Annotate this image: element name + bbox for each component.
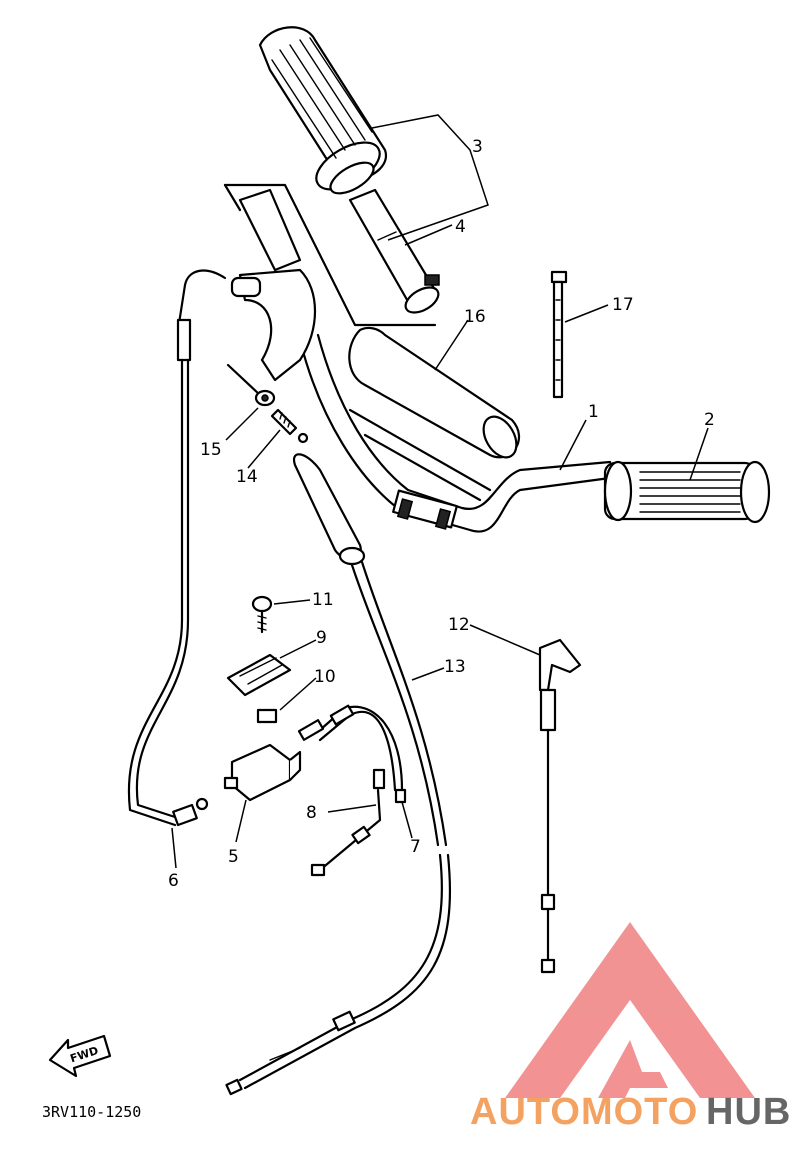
callout-5: 5 [228,847,239,867]
handlebar [298,333,612,533]
clip [256,708,278,724]
right-grip [603,460,771,524]
callout-12: 12 [448,615,470,635]
fwd-arrow: FWD [48,1034,112,1078]
callout-11: 11 [312,590,334,610]
callout-13: 13 [444,657,466,677]
callout-16: 16 [464,307,486,327]
screw [251,595,273,634]
throttle-grip [258,26,388,195]
adjuster-screw [226,363,309,444]
leader-lines [171,114,709,869]
callout-9: 9 [316,628,327,648]
switch [223,743,302,802]
throttle-housing [223,183,437,382]
callout-numbers: 1 2 3 4 5 6 7 8 9 10 11 12 13 14 15 16 1… [168,137,715,891]
callout-4: 4 [455,217,466,237]
callout-2: 2 [704,410,715,430]
callout-10: 10 [314,667,336,687]
callout-6: 6 [168,871,179,891]
callout-1: 1 [588,402,599,422]
logo-triangle-inner [598,1040,668,1098]
callout-8: 8 [306,803,317,823]
brake-cable [538,638,582,974]
handlebar-pad [348,326,521,459]
callout-7: 7 [410,837,421,857]
switch-wires [297,704,407,877]
callout-17: 17 [612,295,634,315]
throttle-tube [348,188,440,314]
part-code: 3RV110-1250 [42,1103,141,1121]
cable-tie [550,270,568,399]
callout-3: 3 [472,137,483,157]
throttle-cable [225,453,452,1096]
watermark-brand-part1: AUTOMOTO [470,1091,698,1133]
automotohub-logo [505,922,755,1098]
clutch-cable [127,269,227,827]
watermark-brand-part2: HUB [706,1091,791,1133]
callout-15: 15 [200,440,222,460]
logo-triangle-outer [505,922,755,1098]
clamp [226,653,292,697]
callout-14: 14 [236,467,258,487]
